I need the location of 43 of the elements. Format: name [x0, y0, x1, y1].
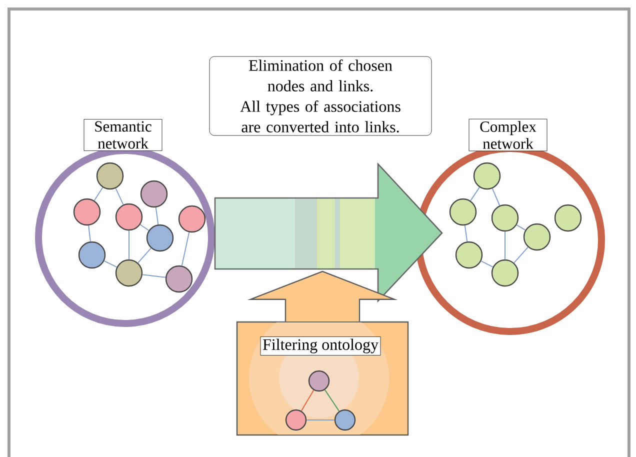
network-node: [491, 259, 519, 287]
network-node: [165, 265, 193, 293]
link-line: [104, 260, 118, 268]
link-line: [142, 274, 166, 278]
link-line: [516, 224, 526, 231]
network-node: [554, 204, 582, 232]
link-line: [514, 246, 528, 264]
link-line: [88, 225, 91, 242]
link-line: [94, 186, 104, 202]
ontology-box: Filtering ontology: [236, 321, 409, 436]
link-line: [155, 206, 159, 226]
network-node: [334, 409, 356, 431]
link-line: [492, 188, 500, 206]
network-node: [115, 203, 143, 231]
link-line: [324, 389, 340, 412]
node-label: Complex network: [480, 121, 536, 149]
link-line: [300, 390, 314, 412]
link-line: [181, 232, 190, 266]
text-box: Elimination of chosen nodes and links. All types of associations are converted into links.: [209, 56, 432, 136]
block-arrow: [247, 270, 398, 322]
network-node: [285, 409, 307, 431]
node-label: Semantic network: [95, 121, 152, 149]
network-node: [455, 241, 483, 269]
network-node: [491, 204, 519, 232]
link-line: [128, 230, 130, 260]
link-line: [115, 188, 124, 206]
link-line: [140, 224, 150, 231]
link-line: [480, 260, 494, 268]
link-line: [138, 248, 152, 264]
network-node: [473, 162, 501, 190]
network-node: [140, 180, 168, 208]
network-node: [449, 198, 477, 226]
network-node: [308, 370, 330, 392]
network-node: [73, 198, 101, 226]
link-line: [464, 224, 468, 242]
link-line: [504, 231, 506, 260]
link-line: [470, 186, 480, 202]
network-node: [178, 205, 206, 233]
network-node: [78, 241, 106, 269]
network-node: [115, 259, 143, 287]
network-node: [523, 223, 551, 251]
network-node: [146, 224, 174, 252]
network-node: [96, 162, 124, 190]
